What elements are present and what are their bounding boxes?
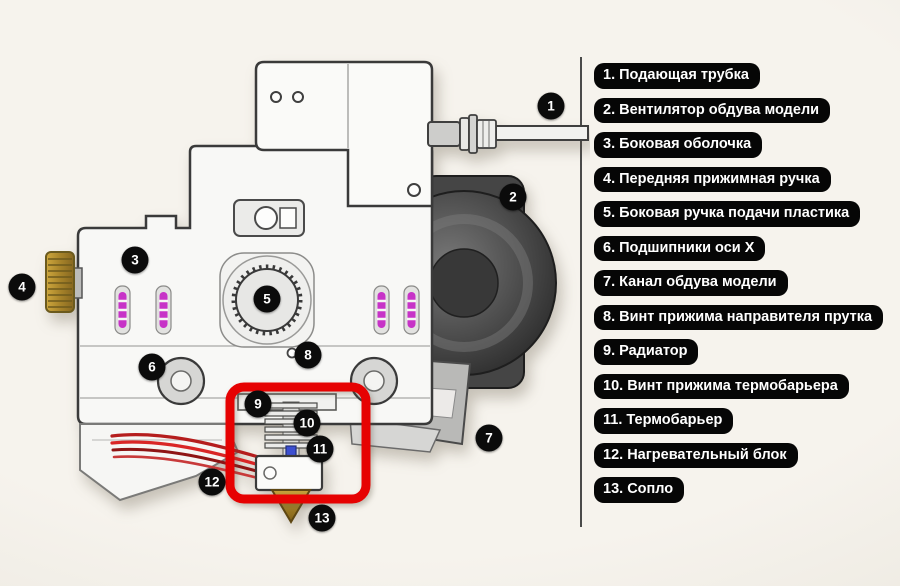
legend-label: Подшипники оси X	[619, 239, 755, 256]
legend-label: Термобарьер	[626, 412, 723, 428]
highlight-box	[225, 382, 371, 504]
legend-label: Нагревательный блок	[627, 446, 787, 463]
legend-label: Передняя прижимная ручка	[619, 170, 820, 187]
legend-number: 12.	[603, 446, 624, 463]
legend-item-11: 11. Термобарьер	[594, 408, 734, 434]
legend-number: 7.	[603, 274, 616, 290]
part-marker-10: 10	[293, 409, 321, 437]
part-marker-5: 5	[253, 285, 281, 313]
legend-label: Подающая трубка	[619, 67, 749, 83]
part-marker-2: 2	[499, 183, 527, 211]
x-axis-bearing-right	[349, 356, 399, 406]
part-marker-13: 13	[308, 504, 336, 532]
extruder-diagram	[45, 60, 589, 524]
legend: 1. Подающая трубка 2. Вентилятор обдува …	[594, 63, 884, 503]
legend-number: 5.	[603, 205, 616, 221]
legend-label: Винт прижима направителя прутка	[619, 308, 873, 325]
part-marker-12: 12	[198, 468, 226, 496]
part-marker-7: 7	[475, 424, 503, 452]
legend-number: 4.	[603, 170, 616, 187]
spring-slot	[114, 285, 131, 335]
legend-number: 8.	[603, 308, 616, 325]
spring-slot	[373, 285, 390, 335]
part-marker-4: 4	[8, 273, 36, 301]
legend-item-9: 9. Радиатор	[594, 339, 699, 365]
feed-tube	[427, 114, 589, 154]
part-marker-9: 9	[244, 390, 272, 418]
legend-item-13: 13. Сопло	[594, 477, 685, 503]
legend-label: Винт прижима термобарьера	[627, 377, 838, 394]
legend-item-10: 10. Винт прижима термобарьера	[594, 373, 849, 399]
part-marker-11: 11	[306, 435, 334, 463]
legend-divider-line	[580, 57, 582, 527]
front-tension-knob	[45, 251, 83, 313]
legend-number: 11.	[603, 412, 623, 428]
legend-number: 3.	[603, 136, 616, 152]
legend-label: Боковая ручка подачи пластика	[619, 205, 850, 221]
legend-item-7: 7. Канал обдува модели	[594, 270, 788, 296]
legend-item-12: 12. Нагревательный блок	[594, 442, 798, 468]
legend-number: 6.	[603, 239, 616, 256]
legend-label: Сопло	[627, 481, 674, 497]
legend-item-6: 6. Подшипники оси X	[594, 235, 766, 261]
legend-item-1: 1. Подающая трубка	[594, 63, 760, 89]
mount-cutout	[233, 199, 305, 237]
part-marker-8: 8	[294, 341, 322, 369]
legend-item-4: 4. Передняя прижимная ручка	[594, 166, 831, 192]
legend-item-2: 2. Вентилятор обдува модели	[594, 97, 831, 123]
spring-slot	[155, 285, 172, 335]
part-marker-1: 1	[537, 92, 565, 120]
legend-item-5: 5. Боковая ручка подачи пластика	[594, 201, 861, 227]
legend-label: Вентилятор обдува модели	[619, 101, 820, 118]
legend-item-3: 3. Боковая оболочка	[594, 132, 763, 158]
legend-number: 1.	[603, 67, 616, 83]
mount-bracket	[254, 60, 434, 208]
legend-label: Радиатор	[619, 343, 688, 359]
part-marker-6: 6	[138, 353, 166, 381]
legend-number: 9.	[603, 343, 616, 359]
x-axis-bearing-left	[156, 356, 206, 406]
legend-number: 13.	[603, 481, 624, 497]
legend-label: Канал обдува модели	[619, 274, 777, 290]
spring-slot	[403, 285, 420, 335]
legend-number: 10.	[603, 377, 624, 394]
heater-wires	[110, 432, 268, 482]
part-marker-3: 3	[121, 246, 149, 274]
legend-number: 2.	[603, 101, 616, 118]
legend-item-8: 8. Винт прижима направителя прутка	[594, 304, 884, 330]
legend-label: Боковая оболочка	[619, 136, 752, 152]
